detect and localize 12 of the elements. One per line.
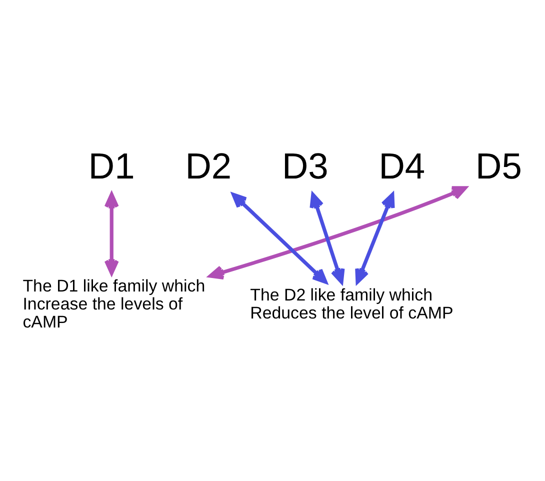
- node-text: The D2 like family which Reduces the level of cAMP: [250, 285, 454, 322]
- node-text: D3: [282, 145, 328, 186]
- node-text: The D1 like family which Increase the levels of cAMP: [22, 276, 206, 332]
- arrow: [355, 192, 395, 284]
- node-text: D5: [476, 145, 522, 186]
- node-text: D4: [378, 145, 426, 186]
- arrow: [208, 186, 467, 280]
- arrow: [104, 192, 119, 274]
- arrow: [232, 192, 328, 284]
- node-text: D2: [185, 145, 232, 186]
- arrow: [310, 192, 345, 284]
- node-text: D1: [88, 145, 135, 186]
